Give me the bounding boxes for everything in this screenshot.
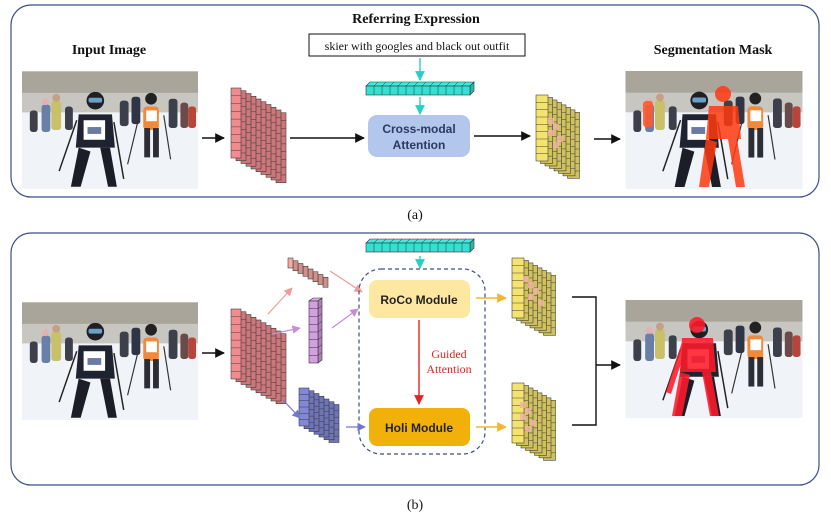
- arrow-upper-branch-to-roco: [329, 270, 363, 293]
- roco-module-label: RoCo Module: [380, 293, 458, 307]
- guided-attention-label-2: Attention: [426, 362, 471, 376]
- referring-expression-title: Referring Expression: [352, 12, 480, 27]
- output-mask-image-a: [625, 71, 803, 189]
- output-mask-image-b: [625, 300, 803, 418]
- roco-module-box: [369, 280, 470, 318]
- holi-module-box: [369, 408, 470, 446]
- caption-b: (b): [407, 498, 424, 513]
- cross-modal-attention-label: Cross-modal: [382, 122, 455, 136]
- panel-b-frame: [10, 232, 820, 486]
- arrow-feature-to-lower-branch: [282, 399, 301, 419]
- input-image-label: Input Image: [72, 43, 146, 58]
- arrow-feature-to-middle-branch: [271, 325, 301, 335]
- expression-box: [308, 33, 526, 57]
- merge-connector: [572, 296, 597, 426]
- visual-feature-cube-a: [230, 87, 287, 184]
- caption-a: (a): [407, 208, 423, 223]
- modules-dashed-container: [358, 268, 486, 455]
- upper-branch-feature: [287, 257, 329, 288]
- segmentation-mask-label: Segmentation Mask: [654, 43, 773, 58]
- guided-attention-label: Guided: [431, 347, 466, 361]
- cross-modal-attention-box: [368, 115, 470, 157]
- lower-branch-feature: [298, 387, 340, 443]
- holi-module-label: Holi Module: [385, 421, 453, 435]
- arrow-middle-branch-to-roco: [331, 308, 359, 329]
- mask-feature-cube-a: [535, 94, 580, 179]
- input-image-b: [22, 302, 198, 420]
- holi-mask-feature-cube: [511, 382, 556, 461]
- roco-mask-feature-cube: [511, 257, 556, 336]
- expression-text: skier with googles and black out outfit: [325, 39, 510, 53]
- panel-a-frame: [10, 4, 820, 198]
- arrow-feature-to-upper-branch: [267, 287, 293, 315]
- text-embedding-b: [365, 238, 475, 253]
- input-image-a: [22, 71, 198, 189]
- text-embedding-a: [365, 81, 475, 96]
- middle-branch-feature: [308, 297, 323, 364]
- visual-feature-cube-b: [230, 308, 287, 405]
- cross-modal-attention-label-2: Attention: [393, 138, 446, 152]
